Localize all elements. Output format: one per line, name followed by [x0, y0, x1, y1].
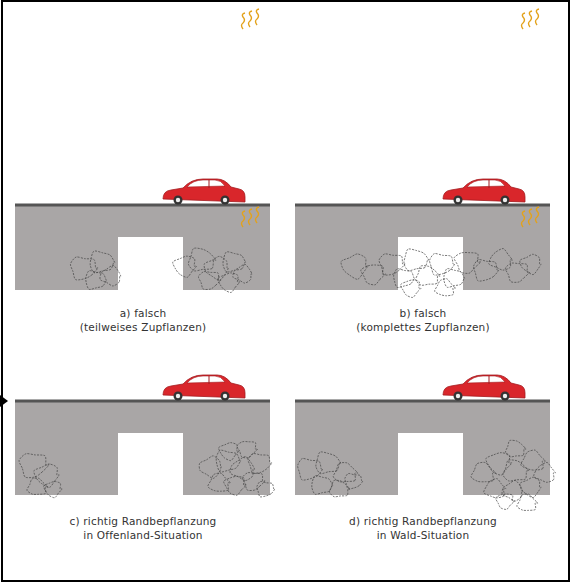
- caption-label: c) richtig Randbepflanzung in Offenland-…: [43, 514, 243, 542]
- shrub: [534, 462, 556, 482]
- sun-rays: [522, 207, 540, 227]
- shrub: [379, 254, 405, 275]
- car: [163, 179, 245, 205]
- road: [15, 400, 270, 403]
- shrub: [486, 453, 512, 475]
- shrub: [198, 272, 221, 290]
- shrubs: [298, 440, 556, 510]
- shrub: [345, 473, 363, 488]
- shrub: [496, 494, 515, 509]
- embankment: [295, 205, 550, 290]
- shrub: [401, 280, 422, 298]
- shrub: [298, 458, 323, 480]
- sun-rays: [242, 9, 260, 29]
- shrub: [233, 264, 252, 283]
- shrub: [257, 481, 275, 497]
- embankment: [15, 205, 270, 290]
- shrub: [90, 251, 114, 273]
- shrub: [223, 252, 246, 272]
- shrub: [329, 480, 350, 497]
- shrub: [502, 480, 523, 501]
- shrub: [219, 443, 239, 461]
- shrub: [248, 453, 272, 473]
- shrub: [218, 273, 240, 293]
- shrub: [435, 279, 456, 296]
- shrub: [44, 481, 63, 497]
- panel: [15, 207, 275, 498]
- caption-label: a) falsch: [120, 306, 167, 320]
- caption-label: (komplettes Zupflanzen): [356, 320, 490, 334]
- shrub: [506, 440, 527, 457]
- shrubs: [341, 249, 541, 298]
- shrub: [173, 256, 197, 277]
- shrub: [316, 452, 341, 474]
- panel: [295, 9, 550, 297]
- shrub: [199, 456, 221, 479]
- shrub: [100, 265, 121, 286]
- shrub: [517, 494, 538, 510]
- embankment: [15, 401, 270, 495]
- shrub: [404, 249, 429, 271]
- panel: [15, 9, 270, 293]
- caption-label: (teilweises Zupflanzen): [80, 320, 207, 334]
- shrub: [521, 450, 546, 470]
- shrub: [86, 271, 107, 290]
- shrub: [204, 256, 228, 280]
- road: [15, 204, 270, 207]
- shrub: [224, 476, 247, 495]
- sun-rays: [522, 9, 540, 29]
- shrubs: [19, 442, 275, 498]
- shrub: [430, 253, 455, 275]
- shrub: [454, 252, 481, 273]
- sun-rays: [242, 207, 260, 227]
- shrub: [394, 269, 415, 288]
- road: [295, 400, 550, 403]
- car: [443, 375, 525, 401]
- shrub: [444, 269, 465, 288]
- shrub: [471, 462, 496, 481]
- shrub: [489, 249, 513, 271]
- shrub: [237, 442, 258, 458]
- pointer-arrow: [0, 395, 8, 407]
- shrub: [188, 248, 216, 271]
- caption-label: b) falsch: [400, 306, 447, 320]
- shrub: [503, 460, 529, 481]
- shrub: [333, 463, 358, 482]
- car: [443, 179, 525, 205]
- road: [295, 204, 550, 207]
- embankment: [295, 401, 550, 495]
- shrub: [70, 257, 98, 280]
- shrub: [27, 478, 48, 494]
- panel: [295, 207, 556, 510]
- shrub: [520, 254, 541, 274]
- caption-label: d) richtig Randbepflanzung in Wald-Situa…: [323, 514, 523, 542]
- panels: [15, 9, 556, 510]
- shrub: [474, 260, 499, 282]
- shrubs: [70, 248, 252, 292]
- shrub: [505, 263, 530, 282]
- car: [163, 375, 245, 401]
